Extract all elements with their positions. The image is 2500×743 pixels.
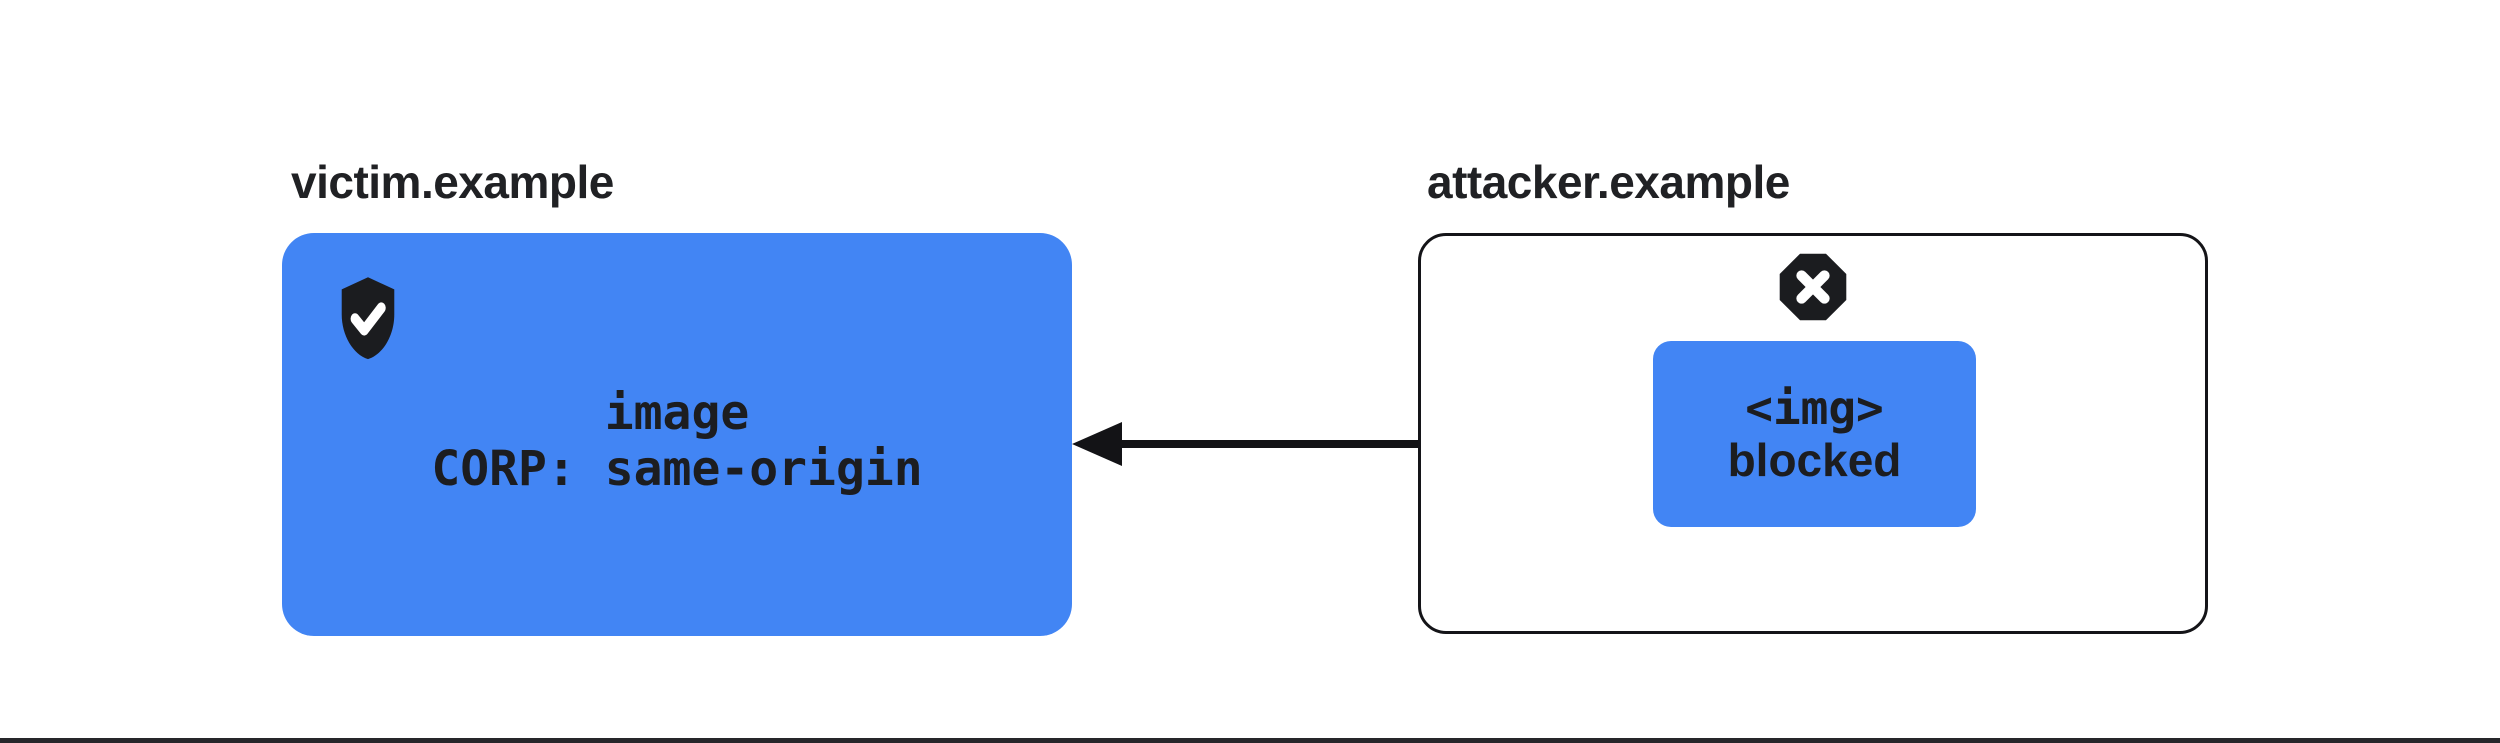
victim-resource-box: image CORP: same-origin (282, 233, 1072, 636)
request-arrow-shaft (1114, 440, 1653, 448)
blocked-img-box: <img> blocked (1653, 341, 1976, 527)
victim-resource-text: image CORP: same-origin (282, 233, 1072, 636)
shield-check-icon (341, 277, 395, 360)
blocked-text: blocked (1727, 434, 1902, 486)
resource-type-text: image (604, 384, 750, 441)
blocked-x-octagon-icon (1779, 253, 1847, 321)
img-tag-text: <img> (1745, 381, 1884, 435)
victim-domain-label: victim.example (291, 156, 614, 208)
request-arrow-head (1072, 422, 1122, 466)
attacker-domain-label: attacker.example (1427, 156, 1790, 208)
corp-header-text: CORP: same-origin (431, 440, 923, 497)
bottom-divider (0, 738, 2500, 743)
